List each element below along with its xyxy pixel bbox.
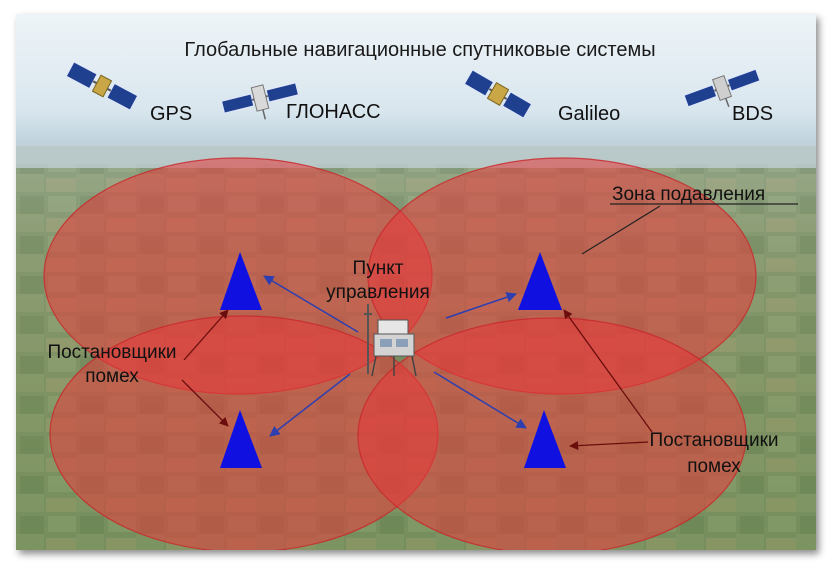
satellite-icon-bds — [683, 68, 761, 108]
jammer-triangle-top-left — [220, 252, 262, 310]
control-arrows — [263, 275, 527, 437]
suppression-zone-label: Зона подавления — [612, 184, 765, 205]
leader-left-to-top-jammer — [183, 309, 229, 361]
gnss-jamming-diagram: Глобальные навигационные спутниковые сис… — [16, 14, 816, 550]
satellite-icon-glonass — [221, 82, 299, 120]
glonass-label: ГЛОНАСС — [286, 101, 381, 123]
control-station-icon — [364, 304, 417, 377]
gps-label: GPS — [150, 103, 192, 125]
jammer-triangle-bottom-right — [524, 410, 566, 468]
horizon-haze — [16, 142, 816, 168]
satellite-icon-gps — [65, 61, 139, 111]
suppression-zone-leader — [581, 205, 661, 255]
bds-label: BDS — [732, 103, 773, 125]
jammer-triangle-bottom-left — [220, 410, 262, 468]
arrow-to-top-left-jammer — [263, 275, 359, 333]
satellite-icon-galileo — [464, 69, 532, 119]
control-point-label-line1: Пункт — [353, 258, 404, 279]
leader-right-to-bottom-jammer — [569, 441, 649, 451]
sky-background — [16, 14, 816, 152]
arrow-to-bottom-right-jammer — [433, 371, 527, 429]
jammers-left-label-line2: помех — [85, 366, 139, 387]
control-point-label-line2: управления — [326, 282, 430, 303]
jammers-right-label-line1: Постановщики — [649, 430, 778, 451]
galileo-label: Galileo — [558, 103, 620, 125]
jammer-triangle-top-right — [518, 252, 562, 310]
leader-right-to-top-jammer — [563, 309, 653, 433]
jammers-right-label-line2: помех — [687, 456, 741, 477]
jammers-left-label-line1: Постановщики — [47, 342, 176, 363]
leader-left-to-bottom-jammer — [181, 379, 229, 427]
diagram-frame: Глобальные навигационные спутниковые сис… — [16, 14, 816, 550]
arrow-to-top-right-jammer — [445, 292, 517, 319]
arrow-to-bottom-left-jammer — [269, 373, 351, 437]
diagram-title: Глобальные навигационные спутниковые сис… — [184, 39, 655, 61]
